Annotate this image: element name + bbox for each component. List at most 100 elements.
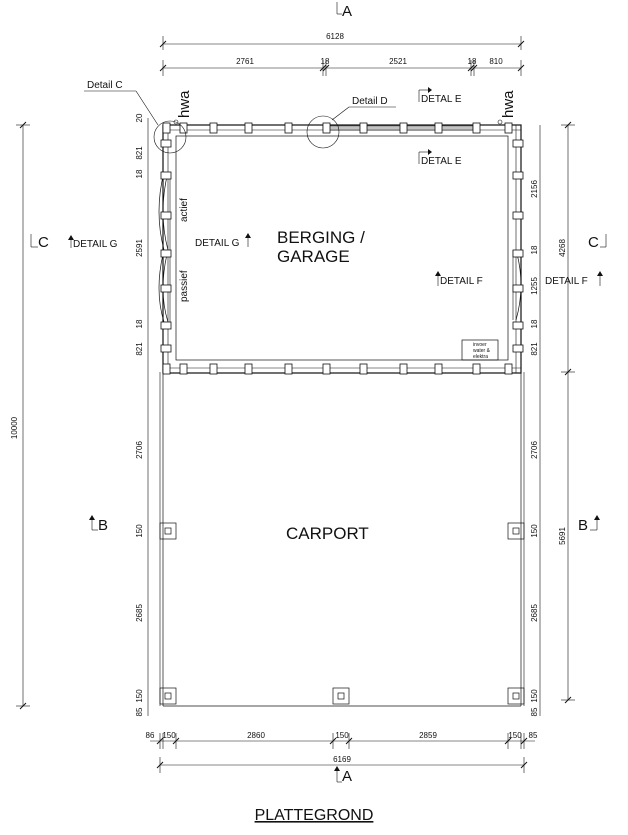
svg-text:DETAL E: DETAL E [421,156,462,167]
dim-right-lower: 5691 [558,527,567,545]
wall-post-top-2 [209,122,218,134]
svg-text:C: C [38,234,49,251]
column-center-bottom [332,687,350,705]
left-inner-dimensions: 20 821 18 2591 18 821 2706 150 2685 150 … [135,113,149,716]
left-outer-dimension: 10000 [10,121,30,710]
door-actief-label: actief [179,198,190,222]
section-mark-a-top: A [336,2,352,20]
wall-post-left-1 [160,171,172,180]
detail-f-inner: DETAIL F [435,271,483,287]
svg-text:elektra: elektra [473,354,488,360]
svg-text:DETAL E: DETAL E [421,94,462,105]
wall-post-left-6 [160,344,172,353]
svg-text:2706: 2706 [135,441,144,459]
wall-post-top-8 [434,122,443,134]
svg-text:2685: 2685 [135,604,144,622]
svg-text:A: A [342,768,352,785]
wall-post-right-3 [512,249,524,258]
svg-text:821: 821 [135,146,144,160]
wall-post-bottom-0 [162,363,171,375]
wall-post-bottom-8 [434,363,443,375]
utility-entry: invoer water & elektra [461,339,499,361]
notes: hwa hwa actief passief invoer water & el… [173,90,517,361]
svg-text:C: C [588,234,599,251]
right-outer-dimensions: 4268 5691 [558,121,575,704]
column-right-bottom [507,687,525,705]
room-storage-line2: GARAGE [277,247,350,266]
detail-e-top: DETAL E [418,87,462,105]
wall-post-right-4 [512,284,524,293]
svg-text:2685: 2685 [530,604,539,622]
svg-text:DETAIL G: DETAIL G [73,239,118,250]
svg-text:18: 18 [530,245,539,254]
section-mark-b-left: B [89,515,108,534]
wall-post-bottom-2 [209,363,218,375]
dim-left-overall: 10000 [10,416,19,439]
wall-posts [160,122,524,375]
wall-post-right-6 [512,344,524,353]
svg-text:18: 18 [135,319,144,328]
dim-top-seg4: 18 [468,57,477,66]
top-dimensions: 6128 2761 18 2521 18 810 [159,32,525,76]
svg-text:85: 85 [530,707,539,716]
wall-post-right-1 [512,171,524,180]
dim-top-seg3: 2521 [389,57,407,66]
section-mark-b-right: B [578,515,600,534]
detail-c-label: Detail C [87,80,123,91]
svg-text:85: 85 [135,707,144,716]
dim-top-seg5: 810 [489,57,503,66]
wall-post-bottom-10 [504,363,513,375]
wall-post-bottom-5 [322,363,331,375]
svg-text:1255: 1255 [530,277,539,295]
bottom-dimensions: 86 150 2860 150 2859 150 85 6169 [146,731,538,773]
dim-right-upper: 4268 [558,239,567,257]
dim-top-overall: 6128 [326,32,344,41]
wall-post-right-0 [512,139,524,148]
wall-post-left-2 [160,211,172,220]
svg-text:invoer: invoer [473,342,487,348]
svg-text:821: 821 [135,342,144,356]
svg-text:821: 821 [530,342,539,356]
column-left-mid [159,522,177,540]
wall-post-top-10 [504,122,513,134]
svg-text:150: 150 [135,689,144,703]
wall-post-left-3 [160,249,172,258]
svg-text:B: B [578,517,588,534]
dim-top-seg2: 18 [321,57,330,66]
wall-post-bottom-4 [284,363,293,375]
svg-text:DETAIL F: DETAIL F [440,276,483,287]
wall-post-bottom-9 [472,363,481,375]
room-storage-line1: BERGING / [277,228,365,247]
detail-g-left: DETAIL G [68,235,118,250]
wall-post-bottom-6 [359,363,368,375]
svg-text:2591: 2591 [135,239,144,257]
svg-text:150: 150 [162,731,176,740]
svg-text:18: 18 [135,169,144,178]
detail-labels: Detail C Detail D DETAL E DETAL E DETAIL… [68,80,603,287]
wall-post-top-3 [244,122,253,134]
detail-d-circle [306,115,340,149]
section-mark-a-bottom: A [334,766,352,785]
wall-post-left-0 [160,139,172,148]
svg-text:DETAIL G: DETAIL G [195,238,240,249]
wall-post-top-9 [472,122,481,134]
section-mark-c-left: C [30,234,49,251]
detail-d-label: Detail D [352,96,388,107]
svg-text:86: 86 [146,731,155,740]
room-carport: CARPORT [286,524,369,543]
wall-post-left-4 [160,284,172,293]
detail-c-circle [153,120,187,154]
wall-post-top-0 [162,122,171,134]
column-right-mid [507,522,525,540]
hwa-left: hwa [176,90,193,118]
svg-text:2156: 2156 [530,180,539,198]
drawing-title: PLATTEGROND [255,807,374,824]
svg-text:DETAIL F: DETAIL F [545,276,588,287]
svg-text:150: 150 [135,524,144,538]
svg-text:150: 150 [335,731,349,740]
hwa-right: hwa [500,90,517,118]
svg-text:B: B [98,517,108,534]
wall-post-top-5 [322,122,331,134]
section-mark-c-right: C [588,234,607,251]
